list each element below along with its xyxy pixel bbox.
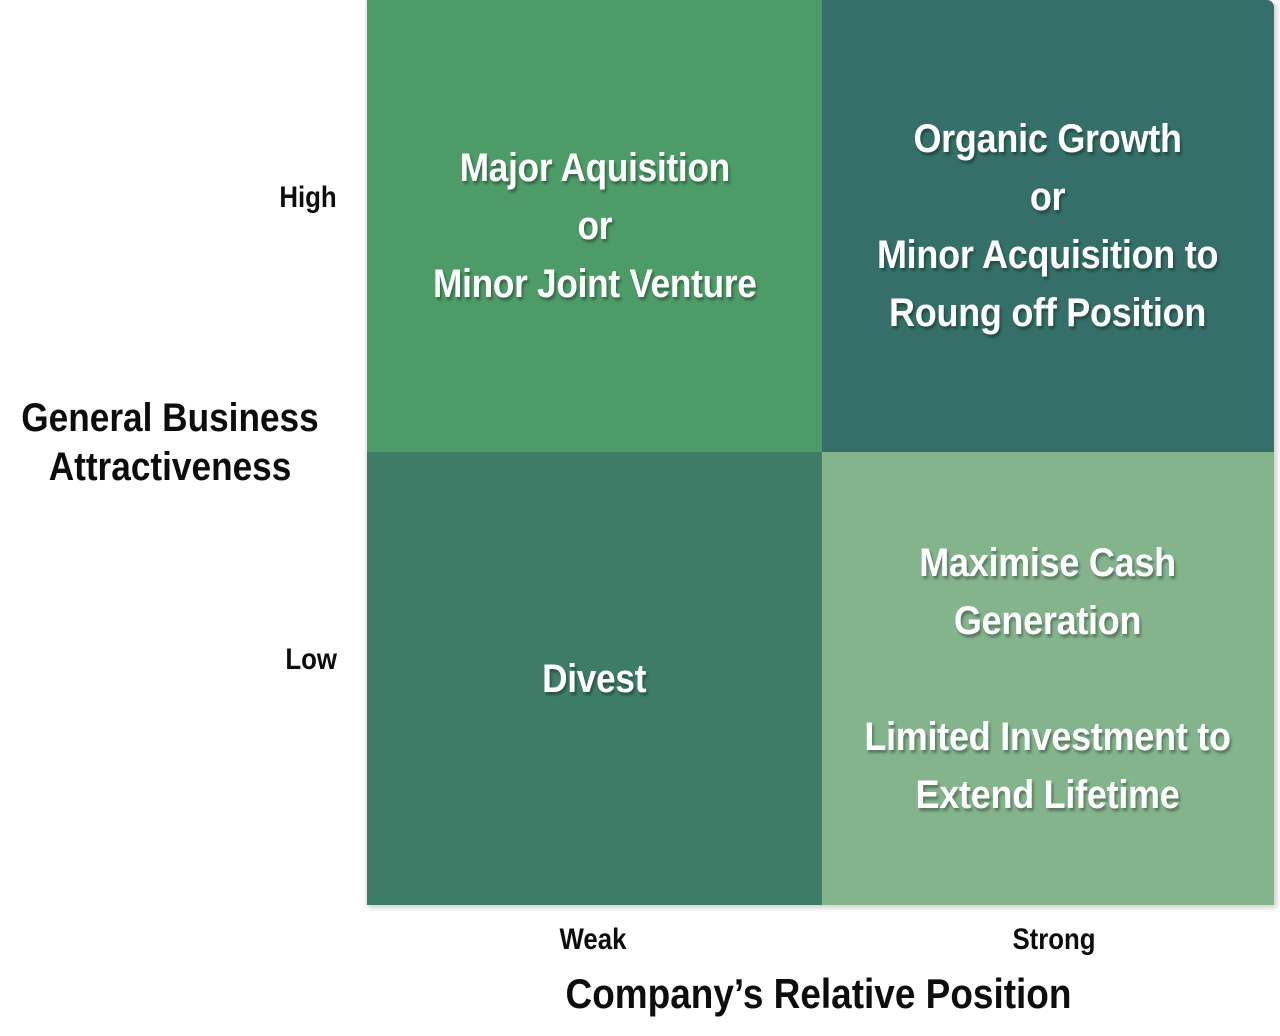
y-axis-tick-high: High: [279, 181, 337, 214]
quadrant-low-strong-label: Maximise Cash Generation Limited Investm…: [864, 540, 1232, 817]
y-axis-title: General Business Attractiveness: [21, 396, 319, 489]
strategy-matrix: Major Aquisition or Minor Joint Venture …: [365, 0, 1274, 905]
quadrant-high-strong[interactable]: Organic Growth or Minor Acquisition to R…: [822, 0, 1274, 452]
y-axis-tick-low: Low: [285, 643, 337, 676]
x-axis-title: Company’s Relative Position: [565, 970, 1072, 1017]
x-axis-tick-weak: Weak: [559, 923, 627, 956]
quadrant-high-weak[interactable]: Major Aquisition or Minor Joint Venture: [367, 0, 822, 452]
x-axis-tick-strong: Strong: [1012, 923, 1096, 956]
quadrant-high-strong-label: Organic Growth or Minor Acquisition to R…: [877, 117, 1219, 335]
quadrant-low-weak-label: Divest: [542, 656, 647, 701]
quadrant-high-weak-label: Major Aquisition or Minor Joint Venture: [432, 146, 757, 306]
quadrant-low-weak[interactable]: Divest: [367, 452, 822, 905]
quadrant-low-strong[interactable]: Maximise Cash Generation Limited Investm…: [822, 452, 1274, 905]
